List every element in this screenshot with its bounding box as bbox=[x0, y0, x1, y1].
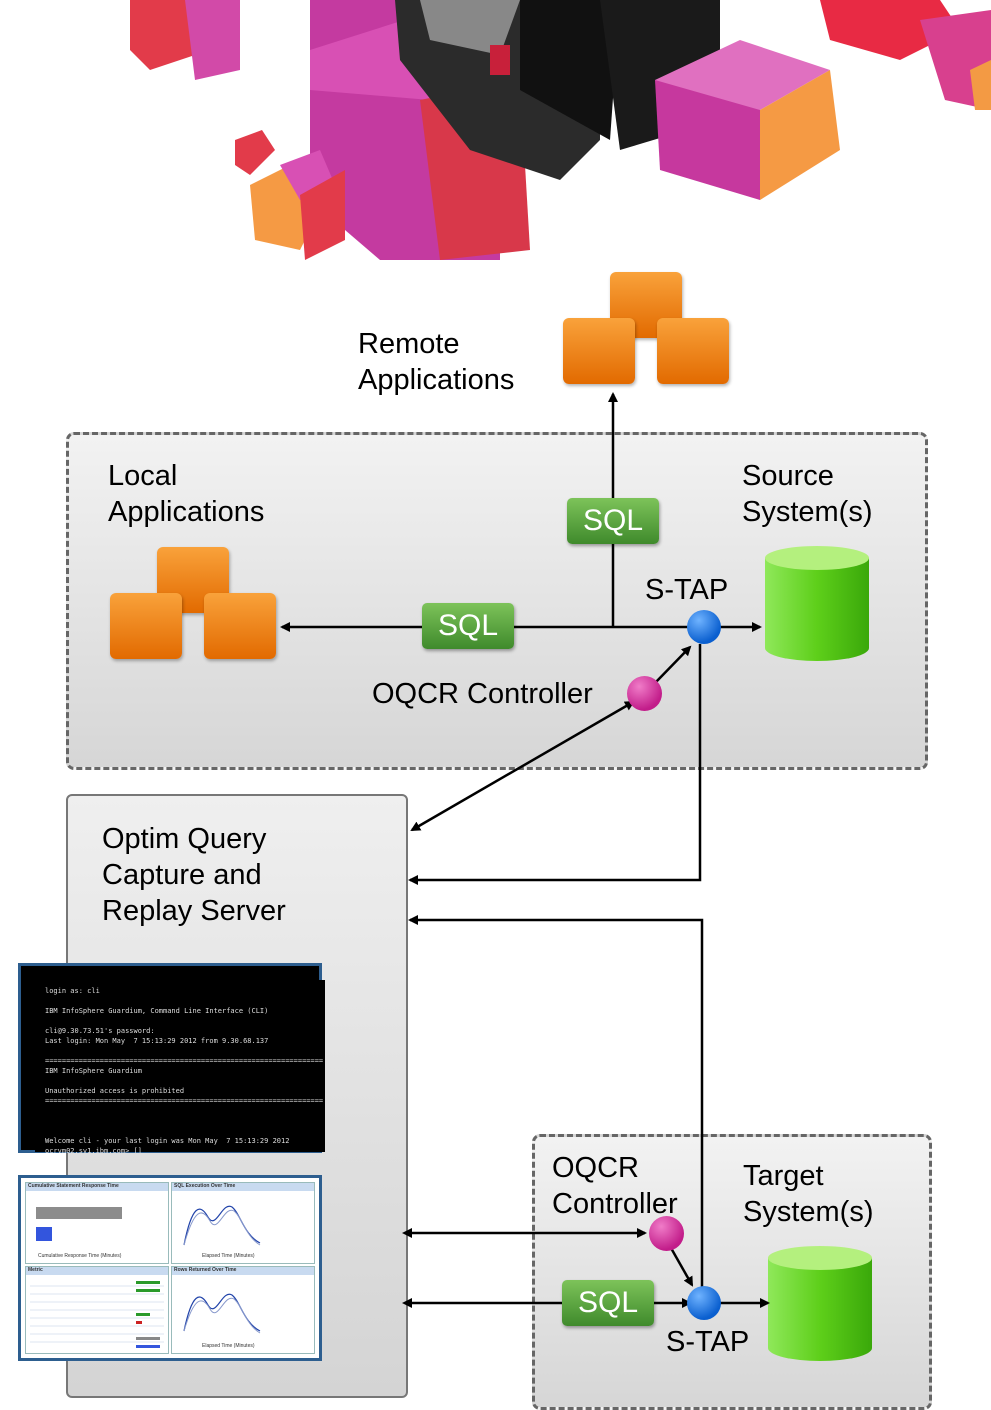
oqcr-server-label: Optim Query Capture and Replay Server bbox=[102, 823, 286, 927]
terminal-line bbox=[45, 1106, 315, 1116]
stap-bottom-label: S-TAP bbox=[666, 1326, 750, 1358]
target-system-label: Target System(s) bbox=[743, 1160, 874, 1228]
terminal-screenshot: login as: cli IBM InfoSphere Guardium, C… bbox=[18, 963, 325, 1155]
dashboard-panel2-title: SQL Execution Over Time bbox=[172, 1183, 314, 1191]
terminal-line: ========================================… bbox=[45, 1057, 324, 1065]
dashboard-axis1: Cumulative Response Time (Minutes) bbox=[38, 1253, 122, 1259]
oqcr-controller-top-label: OQCR Controller bbox=[372, 678, 593, 710]
stap-top-label: S-TAP bbox=[645, 574, 729, 606]
oqcr-controller-bottom-label: OQCR Controller bbox=[552, 1152, 678, 1220]
terminal-line: ocrvm02.sv1.ibm.com> [] bbox=[45, 1147, 142, 1155]
dashboard-panel1-title: Cumulative Statement Response Time bbox=[26, 1183, 168, 1191]
dashboard-panel3-title: Metric bbox=[26, 1267, 168, 1275]
terminal-line: Unauthorized access is prohibited bbox=[45, 1087, 185, 1095]
source-system-label: Source System(s) bbox=[742, 460, 873, 528]
dashboard-axis2: Elapsed Time (Minutes) bbox=[202, 1253, 255, 1259]
terminal-line: cli@9.30.73.51's password: bbox=[45, 1027, 155, 1035]
terminal-line: Last login: Mon May 7 15:13:29 2012 from… bbox=[45, 1037, 269, 1045]
terminal-line: IBM InfoSphere Guardium bbox=[45, 1067, 142, 1075]
sql-badge-local: SQL bbox=[422, 603, 514, 649]
terminal-line: IBM InfoSphere Guardium, Command Line In… bbox=[45, 1007, 269, 1015]
terminal-line: Welcome cli - your last login was Mon Ma… bbox=[45, 1137, 290, 1145]
terminal-line bbox=[45, 996, 315, 1006]
terminal-line bbox=[45, 1116, 315, 1126]
target-database-icon bbox=[768, 1246, 872, 1361]
sql-badge-target: SQL bbox=[562, 1280, 654, 1326]
terminal-line bbox=[45, 1016, 315, 1026]
terminal-line: ========================================… bbox=[45, 1097, 324, 1105]
dashboard-axis4: Elapsed Time (Minutes) bbox=[202, 1343, 255, 1349]
terminal-line: login as: cli bbox=[45, 987, 100, 995]
terminal-line bbox=[45, 1076, 315, 1086]
stap-bottom-node bbox=[687, 1286, 721, 1320]
terminal-text: login as: cli IBM InfoSphere Guardium, C… bbox=[35, 980, 325, 1155]
oqcr-controller-top-node bbox=[627, 676, 662, 711]
local-applications-label: Local Applications bbox=[108, 460, 265, 528]
source-database-icon bbox=[765, 546, 869, 661]
dashboard-panel4-title: Rows Returned Over Time bbox=[172, 1267, 314, 1275]
dashboard-screenshot: Cumulative Statement Response Time Cumul… bbox=[18, 1175, 322, 1361]
oqcr-controller-bottom-node bbox=[649, 1216, 684, 1251]
stap-top-node bbox=[687, 610, 721, 644]
sql-badge-remote: SQL bbox=[567, 498, 659, 544]
banner-graphic bbox=[130, 0, 991, 260]
terminal-line bbox=[45, 1126, 315, 1136]
remote-applications-label: Remote Applications bbox=[358, 328, 515, 396]
terminal-line bbox=[45, 1046, 315, 1056]
